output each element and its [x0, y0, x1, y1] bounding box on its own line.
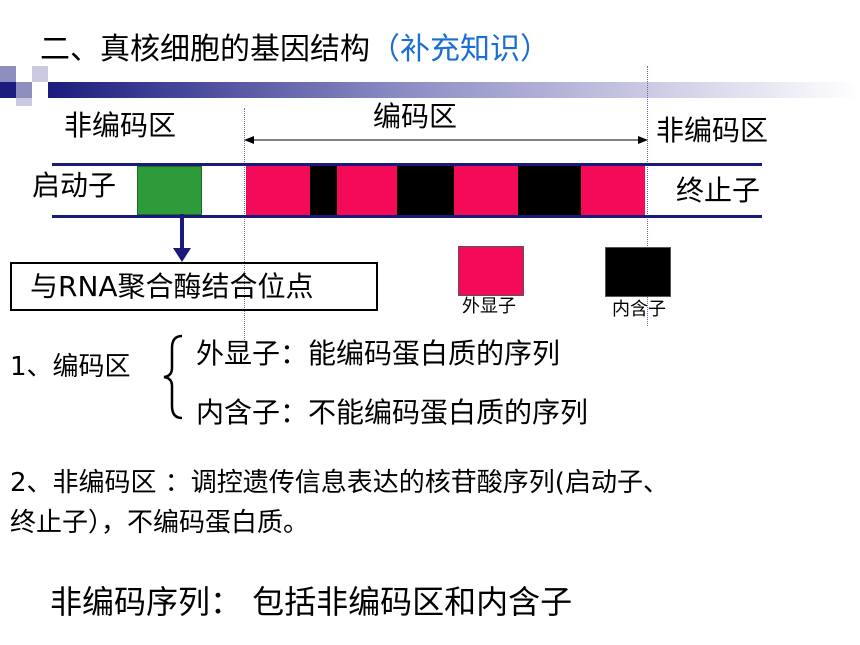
- item1-exon-text: 外显子：能编码蛋白质的序列: [196, 337, 561, 370]
- item2-line2: 终止子），不编码蛋白质。: [10, 508, 310, 538]
- header-decoration: [0, 66, 860, 106]
- coding-end-line: [647, 66, 648, 326]
- promoter-pointer-arrow: [173, 214, 191, 262]
- brace-icon: [163, 334, 183, 420]
- left-noncoding-label: 非编码区: [64, 109, 177, 142]
- legend-intron-label: 内含子: [612, 299, 666, 320]
- promoter-label: 启动子: [32, 169, 117, 202]
- exon-segment: [246, 166, 310, 215]
- right-noncoding-label: 非编码区: [656, 114, 769, 147]
- summary-text: 非编码序列： 包括非编码区和内含子: [50, 583, 573, 621]
- coding-span-arrow: [244, 136, 648, 144]
- intron-segment: [310, 166, 337, 215]
- exon-segment: [581, 166, 645, 215]
- title-supplement: （补充知识）: [370, 32, 550, 67]
- coding-region-label: 编码区: [373, 100, 458, 133]
- exon-segment: [454, 166, 518, 215]
- legend-intron-swatch: [605, 247, 671, 297]
- title-main: 二、真核细胞的基因结构: [40, 32, 370, 67]
- promoter-block: [137, 166, 202, 215]
- exon-segment: [337, 166, 397, 215]
- legend-exon-swatch: [458, 246, 524, 296]
- item2-line1: 2、非编码区 ：调控遗传信息表达的核苷酸序列(启动子、: [10, 468, 669, 498]
- promoter-note: 与RNA聚合酶结合位点: [30, 270, 314, 303]
- intron-segment: [518, 166, 581, 215]
- legend-exon-label: 外显子: [462, 296, 516, 317]
- item1-intron-text: 内含子：不能编码蛋白质的序列: [196, 396, 589, 429]
- promoter-note-box: 与RNA聚合酶结合位点: [10, 262, 378, 311]
- terminator-label: 终止子: [676, 174, 761, 207]
- page-title: 二、真核细胞的基因结构（补充知识）: [40, 24, 550, 68]
- gene-strand-bottom: [52, 215, 762, 218]
- gene-strand-top: [52, 163, 762, 166]
- item1-label: 1、编码区: [10, 352, 131, 382]
- coding-start-line: [244, 108, 245, 340]
- intron-segment: [397, 166, 454, 215]
